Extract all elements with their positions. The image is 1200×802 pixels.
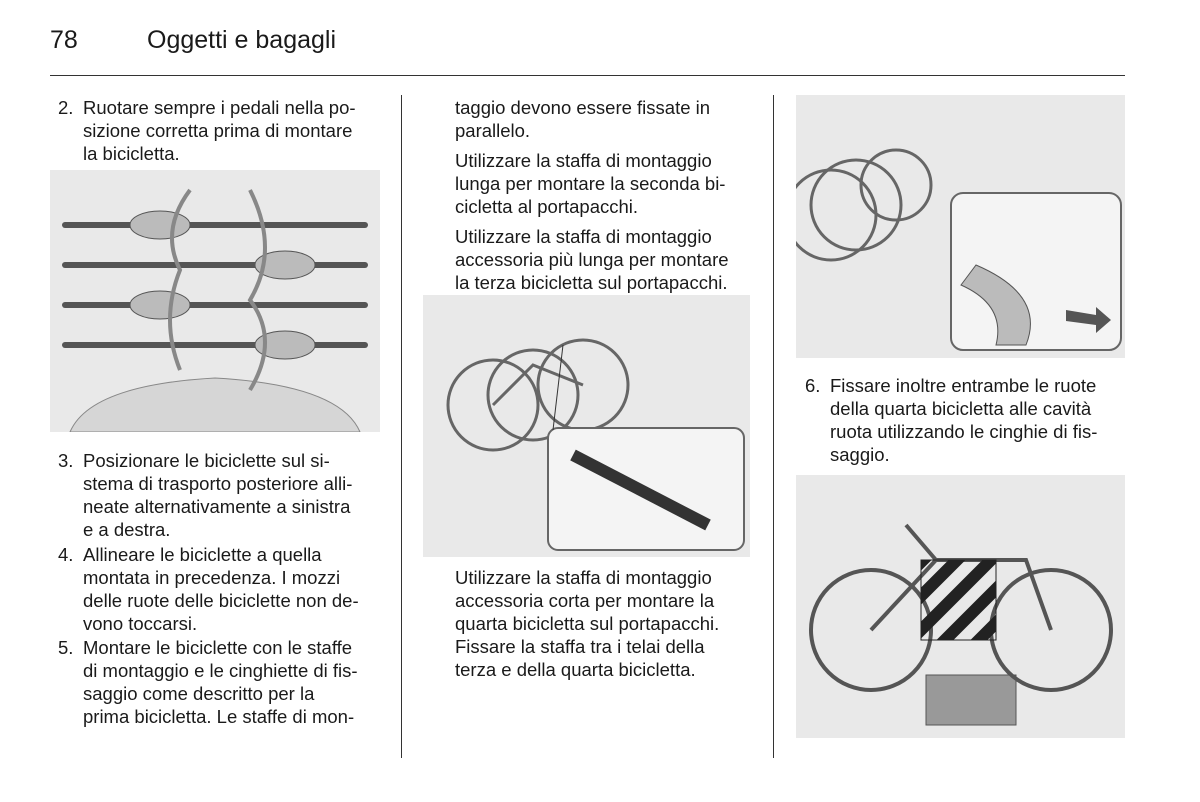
item4-text-line: delle ruote delle biciclette non de- — [83, 590, 359, 611]
figure-bikes-top-view — [50, 170, 380, 432]
header-rule — [50, 75, 1125, 76]
p4-text-line: Fissare la staffa tra i telai della — [455, 636, 705, 657]
p4-text-line: Utilizzare la staffa di montaggio — [455, 567, 712, 588]
item6-text-line: saggio. — [830, 444, 890, 465]
item2-text-line: sizione corretta prima di montare — [83, 120, 353, 141]
item5-text-line: prima bicicletta. Le staffe di mon- — [83, 706, 355, 727]
column-divider — [401, 95, 402, 758]
item5-text-line: saggio come descritto per la — [83, 683, 315, 704]
wheel-strap-illustration — [796, 148, 1122, 351]
item3-text-line: e a destra. — [83, 519, 171, 540]
p1-text-line: parallelo. — [455, 120, 531, 141]
item6-text-line: ruota utilizzando le cinghie di fis- — [830, 421, 1098, 442]
item5-text-line: Montare le biciclette con le staffe — [83, 637, 353, 658]
item2-text-line: Ruotare sempre i pedali nella po- — [83, 97, 356, 118]
rear-view-bike-illustration — [809, 523, 1113, 726]
item3-number: 3. — [58, 450, 74, 471]
p1-text-line: taggio devono essere fissate in — [455, 97, 711, 118]
item3-text-line: stema di trasporto posteriore alli- — [83, 473, 353, 494]
item4-text-line: montata in precedenza. I mozzi — [83, 567, 341, 588]
p2-text-line: Utilizzare la staffa di montaggio — [455, 150, 712, 171]
page-number: 78 — [50, 26, 78, 54]
bikes-top-view-illustration — [62, 188, 368, 432]
item2-text-line: la bicicletta. — [83, 143, 180, 164]
item3-text-line: neate alternativamente a sinistra — [83, 496, 351, 517]
p4-text-line: terza e della quarta bicicletta. — [455, 659, 696, 680]
item6-text-line: Fissare inoltre entrambe le ruote — [830, 375, 1097, 396]
item2-number: 2. — [58, 97, 74, 118]
mounting-bracket-illustration — [446, 338, 745, 551]
item6-text-line: della quarta bicicletta alle cavità — [830, 398, 1092, 419]
column-divider — [773, 95, 774, 758]
p3-text-line: la terza bicicletta sul portapacchi. — [455, 272, 728, 293]
figure-third-fourth-bike — [423, 295, 750, 557]
p4-text-line: quarta bicicletta sul portapacchi. — [455, 613, 720, 634]
p3-text-line: accessoria più lunga per montare — [455, 249, 729, 270]
p2-text-line: cicletta al portapacchi. — [455, 196, 639, 217]
item5-text-line: di montaggio e le cinghiette di fis- — [83, 660, 358, 681]
p2-text-line: lunga per montare la seconda bi- — [455, 173, 726, 194]
figure-wheel-strap — [796, 95, 1125, 358]
item3-text-line: Posizionare le biciclette sul si- — [83, 450, 330, 471]
item4-number: 4. — [58, 544, 74, 565]
p3-text-line: Utilizzare la staffa di montaggio — [455, 226, 712, 247]
item4-text-line: Allineare le biciclette a quella — [83, 544, 322, 565]
page-title: Oggetti e bagagli — [147, 26, 337, 54]
p4-text-line: accessoria corta per montare la — [455, 590, 715, 611]
item6-number: 6. — [805, 375, 821, 396]
item4-text-line: vono toccarsi. — [83, 613, 198, 634]
figure-rear-view-bike — [796, 475, 1125, 738]
item5-number: 5. — [58, 637, 74, 658]
